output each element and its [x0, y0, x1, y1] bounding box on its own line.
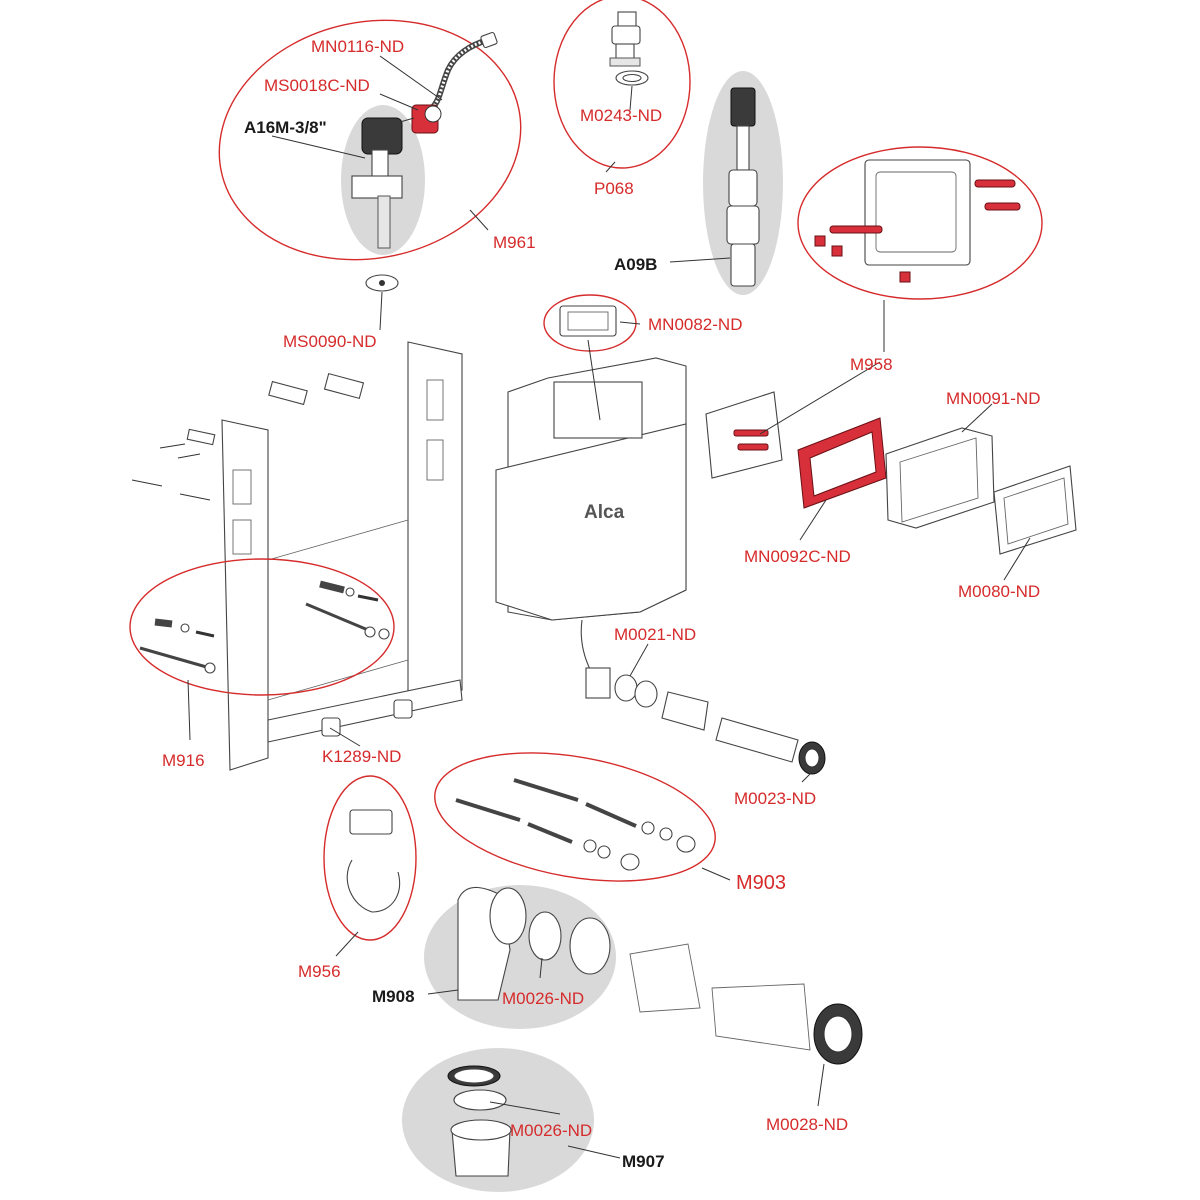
part-mn0082 [543, 294, 637, 421]
group-m908 [424, 885, 616, 1029]
label-a09b: A09B [614, 255, 657, 274]
group-p068 [553, 0, 691, 169]
ring-m903 [434, 752, 716, 882]
group-drain-pipes [614, 674, 826, 775]
group-m958 [797, 146, 1043, 300]
label-ms0018c: MS0018C-ND [264, 76, 370, 95]
label-m916: M916 [162, 751, 205, 770]
ring-m956 [323, 775, 417, 941]
cistern: Alca [495, 357, 687, 699]
label-a16m: A16M-3/8" [244, 118, 327, 137]
group-m961 [218, 19, 522, 261]
ring-m961 [218, 19, 522, 261]
ring-m916 [129, 558, 395, 696]
group-a09b [703, 71, 783, 295]
label-p068: P068 [594, 179, 634, 198]
label-mn0082: MN0082-ND [648, 315, 742, 334]
label-m0243: M0243-ND [580, 106, 662, 125]
label-k1289: K1289-ND [322, 747, 401, 766]
leader-lines [187, 55, 1031, 1159]
label-m961: M961 [493, 233, 536, 252]
label-m0021: M0021-ND [614, 625, 696, 644]
label-m0028: M0028-ND [766, 1115, 848, 1134]
flush-frames [705, 391, 1077, 555]
labels: MN0116-ND MS0018C-ND A16M-3/8" M961 M024… [162, 37, 1040, 1171]
group-m0028 [629, 943, 863, 1065]
shade-m907 [402, 1048, 594, 1192]
label-mn0092c: MN0092C-ND [744, 547, 851, 566]
label-m0026-b: M0026-ND [510, 1121, 592, 1140]
brand-logo: Alca [584, 502, 625, 523]
part-ms0090 [365, 274, 399, 292]
m958-plate [864, 159, 971, 266]
flex-hose [429, 37, 489, 111]
frame-screws [131, 428, 216, 501]
label-m908: M908 [372, 987, 415, 1006]
ring-m958 [797, 146, 1043, 300]
label-m956: M956 [298, 962, 341, 981]
label-m0080: M0080-ND [958, 582, 1040, 601]
label-mn0091: MN0091-ND [946, 389, 1040, 408]
label-mn0116: MN0116-ND [311, 37, 404, 56]
fill-valve-body [361, 117, 403, 155]
group-m907 [402, 1048, 594, 1192]
label-m958: M958 [850, 355, 893, 374]
mounting-frame [221, 341, 463, 771]
label-m0023: M0023-ND [734, 789, 816, 808]
label-m903: M903 [736, 872, 786, 894]
group-m916 [129, 558, 395, 696]
group-m956 [323, 775, 417, 941]
label-m907: M907 [622, 1152, 665, 1171]
label-m0026-a: M0026-ND [502, 989, 584, 1008]
group-m903 [434, 752, 716, 882]
ring-p068 [553, 0, 691, 169]
label-ms0090: MS0090-ND [283, 332, 377, 351]
